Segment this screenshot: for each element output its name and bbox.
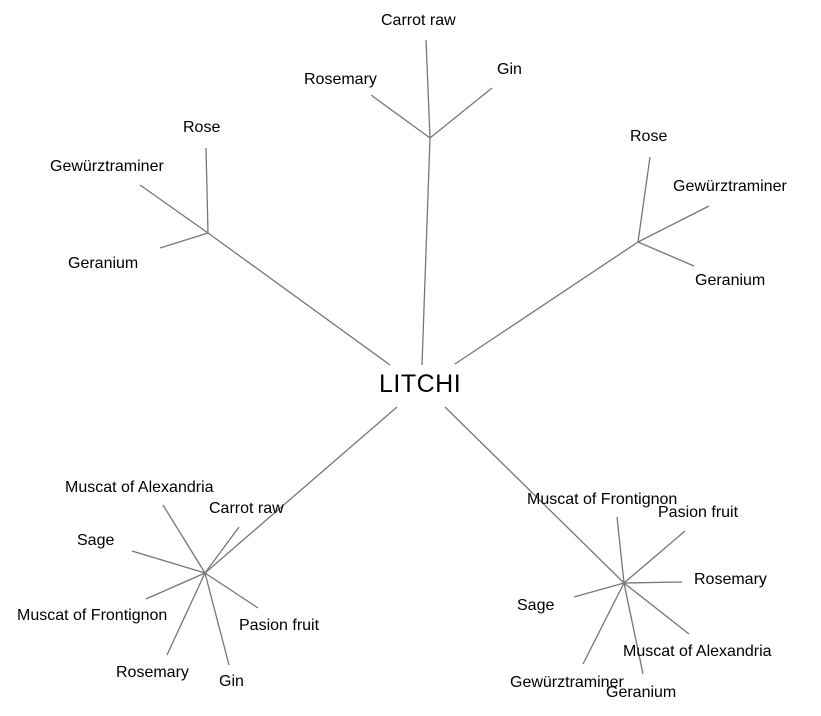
node-label: Gin xyxy=(497,61,522,78)
trunk-lower-right xyxy=(444,406,625,584)
branch xyxy=(623,582,690,635)
branch xyxy=(425,39,431,139)
node-label: Gin xyxy=(219,673,244,690)
node-label: Carrot raw xyxy=(381,12,456,29)
branch xyxy=(204,526,240,574)
node-label: Rosemary xyxy=(116,664,189,681)
branch xyxy=(145,572,206,600)
node-label: Pasion fruit xyxy=(658,504,739,521)
branch xyxy=(573,582,625,598)
node-label: Rosemary xyxy=(694,571,767,588)
node-label: Muscat of Frontignon xyxy=(527,491,678,508)
node-label: Gewürztraminer xyxy=(673,178,787,195)
branch xyxy=(637,241,695,267)
branch xyxy=(204,572,259,609)
node-label: Gewürztraminer xyxy=(510,674,624,691)
node-label: Carrot raw xyxy=(209,500,284,517)
node-label: Muscat of Alexandria xyxy=(623,643,772,660)
node-label: Rose xyxy=(183,119,221,136)
trunk-top xyxy=(421,137,431,366)
branch xyxy=(204,572,230,666)
node-label: Pasion fruit xyxy=(239,617,320,634)
branch xyxy=(623,530,686,584)
branch xyxy=(205,147,209,234)
branch xyxy=(623,581,683,584)
node-label: Muscat of Frontignon xyxy=(17,607,168,624)
branch xyxy=(139,184,209,234)
branch xyxy=(162,504,206,574)
branch xyxy=(582,582,625,665)
node-label: Gewürztraminer xyxy=(50,158,164,175)
trunk-upper-left xyxy=(207,232,391,366)
trunk-upper-right xyxy=(454,241,639,365)
node-label: Geranium xyxy=(68,255,139,272)
node-label: Rosemary xyxy=(304,71,377,88)
node-label: Rose xyxy=(630,128,668,145)
branch xyxy=(166,572,206,656)
root-node-label: LITCHI xyxy=(379,370,462,398)
node-label: Muscat of Alexandria xyxy=(65,479,214,496)
branch xyxy=(131,550,206,574)
node-label: Sage xyxy=(517,597,555,614)
node-label: Geranium xyxy=(606,684,677,701)
branch xyxy=(370,94,431,139)
node-label: Sage xyxy=(77,532,115,549)
branch xyxy=(637,205,710,243)
branch xyxy=(637,156,651,243)
branch xyxy=(159,232,209,249)
branch xyxy=(623,582,644,675)
branch xyxy=(429,87,493,139)
node-label: Geranium xyxy=(695,272,766,289)
branch xyxy=(616,516,625,584)
trunk-lower-left xyxy=(204,406,398,574)
